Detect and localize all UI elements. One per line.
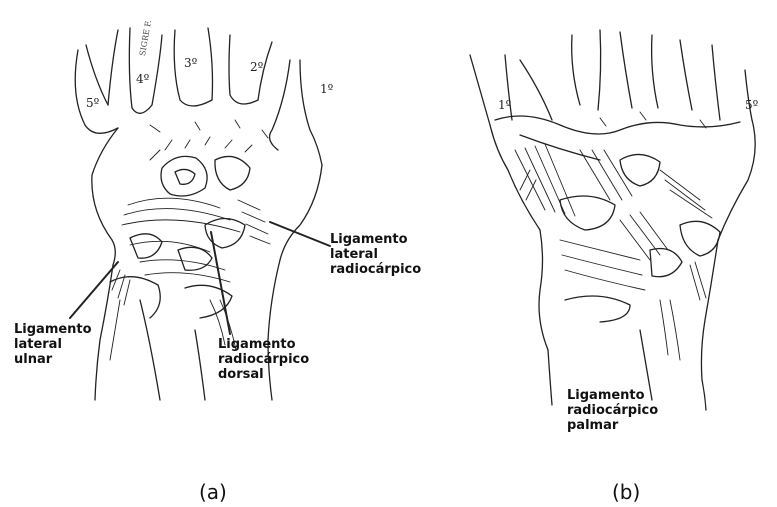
palmar-hand-drawing bbox=[470, 30, 755, 410]
caption-a: (a) bbox=[199, 480, 227, 504]
label-ligamento-radiocarpico-dorsal: Ligamento radiocárpico dorsal bbox=[218, 337, 309, 382]
finger-label-3: 3º bbox=[184, 56, 197, 70]
finger-label-2: 2º bbox=[250, 60, 263, 74]
label-ligamento-lateral-ulnar: Ligamento lateral ulnar bbox=[14, 322, 92, 367]
finger-label-4: 4º bbox=[136, 72, 149, 86]
leader-line-lateral-ulnar bbox=[70, 262, 118, 318]
finger-label-1: 1º bbox=[320, 82, 333, 96]
label-ligamento-lateral-radiocarpico: Ligamento lateral radiocárpico bbox=[330, 232, 421, 277]
finger-label-1-palmar: 1º bbox=[498, 98, 511, 112]
finger-label-5: 5º bbox=[86, 96, 99, 110]
caption-b: (b) bbox=[612, 480, 640, 504]
label-ligamento-radiocarpico-palmar: Ligamento radiocárpico palmar bbox=[567, 388, 658, 433]
finger-label-5-palmar: 5º bbox=[745, 98, 758, 112]
